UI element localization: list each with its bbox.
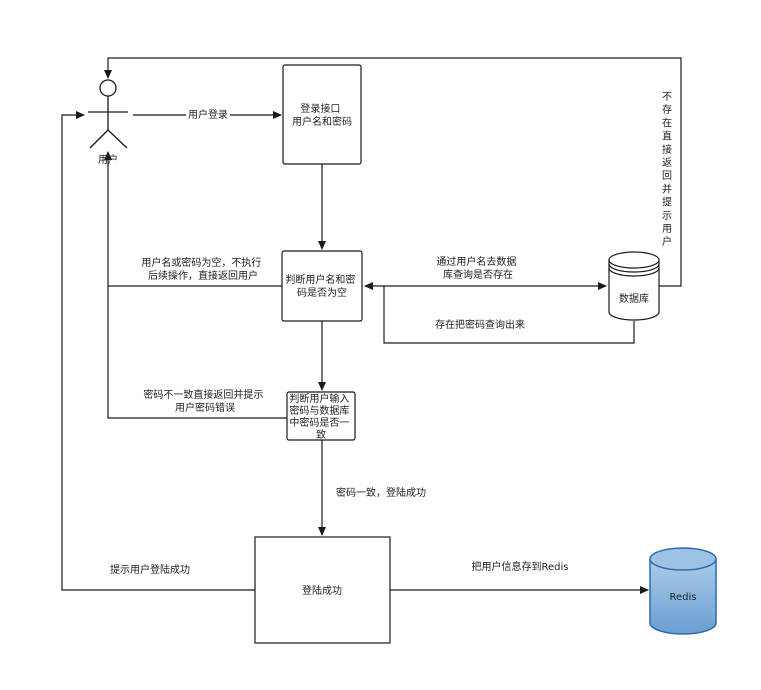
login-api-line-1: 登录接口 (300, 102, 340, 115)
label-not-exist-char: 用 (662, 224, 672, 235)
label-mismatch-1: 密码不一致直接返回并提示 (143, 388, 263, 401)
svg-text:判断用户输入 密码与数据库 中密码是: 判断用户输入 密码与数据库 中密码是否一 致 (289, 392, 352, 441)
node-redis (649, 547, 717, 635)
redis-label: Redis (670, 592, 697, 603)
check-match-line-3: 中密码是否一 (289, 416, 349, 429)
svg-text:登录接口 用户名和密码: 登录接口 用户名和密码 (292, 102, 352, 128)
label-not-exist-char: 返 (662, 157, 672, 169)
check-empty-line-2: 码是否为空 (297, 286, 347, 299)
label-not-exist-char: 回 (662, 170, 672, 182)
label-query-password: 存在把密码查询出来 (435, 318, 525, 331)
check-empty-line-1: 判断用户名和密 (285, 273, 355, 286)
label-mismatch-2: 用户密码错误 (175, 401, 235, 414)
label-query-db-2: 库查询是否存在 (443, 268, 513, 281)
label-not-exist: 不存在直接返回并提示用户 (662, 92, 672, 248)
check-match-line-2: 密码与数据库 (289, 404, 349, 417)
label-notify-success: 提示用户登陆成功 (110, 563, 190, 576)
label-not-exist-char: 并 (662, 182, 672, 195)
node-check-match: 判断用户输入 密码与数据库 中密码是否一 致 (286, 391, 356, 441)
label-match: 密码一致，登陆成功 (336, 486, 426, 499)
label-not-exist-char: 示 (662, 211, 672, 222)
label-not-exist-char: 提 (662, 197, 672, 209)
edge-not-exist (104, 57, 682, 287)
label-empty-return-2: 后续操作，直接返回用户 (148, 269, 258, 282)
label-not-exist-char: 不 (662, 92, 672, 103)
check-match-line-1: 判断用户输入 (289, 392, 349, 405)
label-not-exist-char: 在 (662, 117, 672, 129)
svg-text:用户名或密码为空，不执行 后续操作，直接返回用户: 用户名或密码为空，不执行 后续操作，直接返回用户 (141, 256, 264, 282)
node-login-success: 登陆成功 (254, 536, 391, 644)
label-empty-return-1: 用户名或密码为空，不执行 (141, 256, 261, 269)
actor-head (99, 79, 117, 97)
label-not-exist-char: 接 (662, 143, 672, 156)
user-actor (88, 79, 128, 149)
svg-text:通过用户名去数据 库查询是否存在: 通过用户名去数据 库查询是否存在 (436, 255, 519, 281)
check-match-line-4: 致 (316, 428, 326, 441)
label-save-redis: 把用户信息存到Redis (472, 560, 569, 573)
label-not-exist-char: 户 (662, 235, 672, 248)
login-api-line-2: 用户名和密码 (292, 115, 352, 128)
node-login-api: 登录接口 用户名和密码 (282, 64, 362, 165)
edge-notify-success (61, 111, 255, 591)
edge-mismatch (107, 286, 287, 419)
login-success-label: 登陆成功 (302, 584, 342, 597)
label-user-login: 用户登录 (188, 108, 228, 121)
svg-text:判断用户名和密 码是否为空: 判断用户名和密 码是否为空 (285, 273, 358, 299)
label-not-exist-char: 存 (662, 103, 672, 116)
node-database (608, 251, 660, 321)
node-check-empty: 判断用户名和密 码是否为空 (281, 250, 363, 322)
svg-text:密码不一致直接返回并提示 用户密码错误: 密码不一致直接返回并提示 用户密码错误 (143, 388, 266, 414)
database-label: 数据库 (619, 292, 649, 305)
label-query-db-1: 通过用户名去数据 (436, 255, 516, 268)
edge-query-password (383, 286, 635, 344)
label-not-exist-char: 直 (662, 130, 672, 143)
